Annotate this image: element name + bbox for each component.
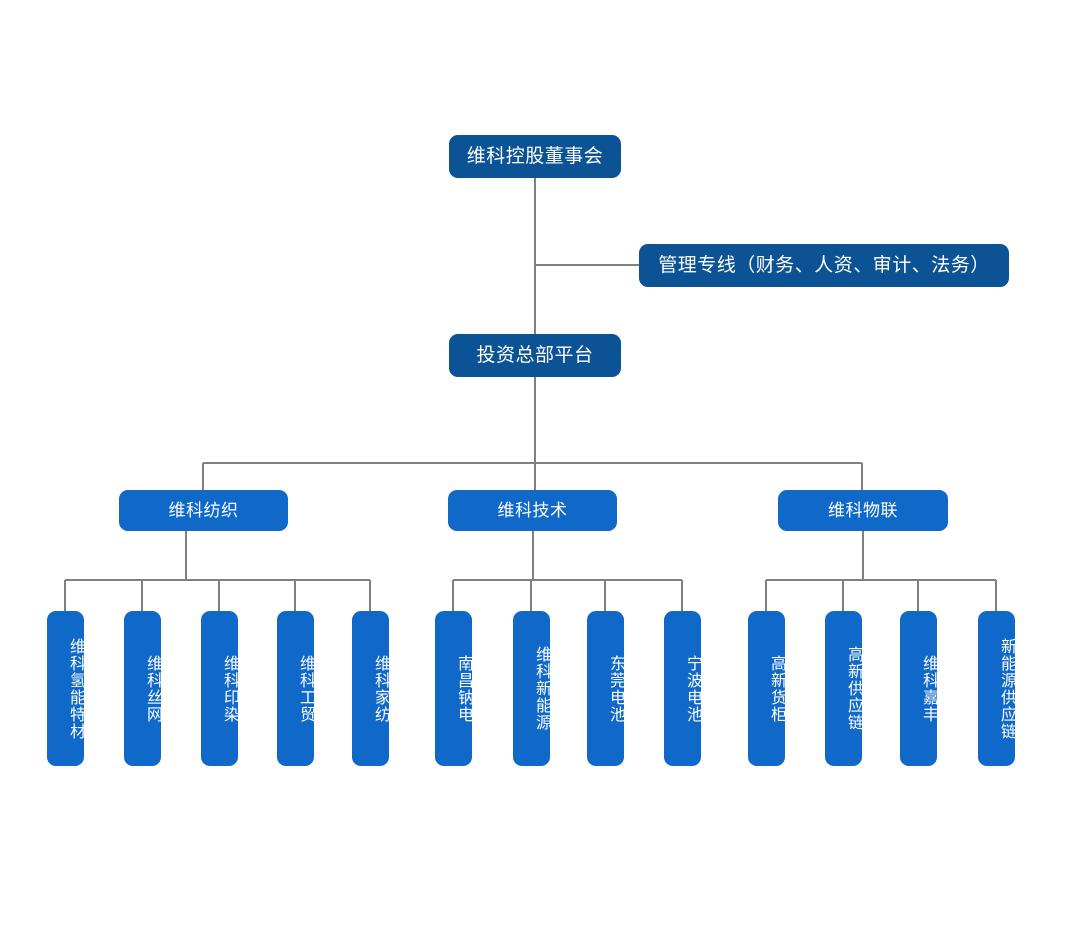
- node-leaf-iot-1[interactable]: 高新货柜: [748, 611, 785, 766]
- node-leaf-technology-2[interactable]: 维科新能源: [513, 611, 550, 766]
- node-board[interactable]: 维科控股董事会: [449, 135, 621, 178]
- node-staff-line[interactable]: 管理专线（财务、人资、审计、法务）: [639, 244, 1009, 287]
- node-leaf-iot-3[interactable]: 维科嘉丰: [900, 611, 937, 766]
- node-leaf-technology-1[interactable]: 南昌钠电: [435, 611, 472, 766]
- node-leaf-iot-4[interactable]: 新能源供应链: [978, 611, 1015, 766]
- node-leaf-textile-2[interactable]: 维科丝网: [124, 611, 161, 766]
- node-division-iot[interactable]: 维科物联: [778, 490, 948, 531]
- node-leaf-technology-4[interactable]: 宁波电池: [664, 611, 701, 766]
- node-leaf-technology-3[interactable]: 东莞电池: [587, 611, 624, 766]
- node-division-textile[interactable]: 维科纺织: [119, 490, 288, 531]
- node-division-technology[interactable]: 维科技术: [448, 490, 617, 531]
- node-leaf-textile-4[interactable]: 维科工贸: [277, 611, 314, 766]
- node-leaf-iot-2[interactable]: 高新供应链: [825, 611, 862, 766]
- node-leaf-textile-5[interactable]: 维科家纺: [352, 611, 389, 766]
- node-leaf-textile-1[interactable]: 维科氢能特材: [47, 611, 84, 766]
- node-investment-platform[interactable]: 投资总部平台: [449, 334, 621, 377]
- node-leaf-textile-3[interactable]: 维科印染: [201, 611, 238, 766]
